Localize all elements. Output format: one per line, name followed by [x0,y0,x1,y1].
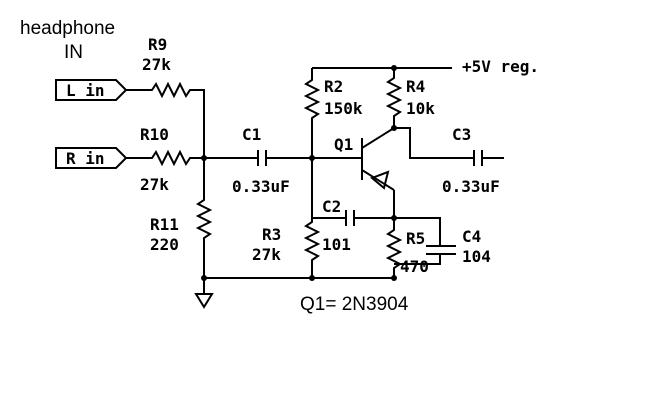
title-line2: IN [64,42,83,63]
resistor-r4 [385,68,403,128]
capacitor-c3 [473,150,504,166]
left-input-connector: L in [55,79,128,101]
supply-label: +5V reg. [462,57,539,76]
r4-ref-label: R4 [406,77,425,96]
c4-ref-label: C4 [462,227,481,246]
collector-wire [394,127,474,159]
c4-value-label: 104 [462,247,491,266]
resistor-r10 [126,149,258,167]
junction-dots [201,65,397,281]
r3-ref-label: R3 [262,225,281,244]
r11-ref-label: R11 [150,215,179,234]
q1-ref-label: Q1 [334,135,353,154]
r9-value-label: 27k [142,55,171,74]
r10-value-label: 27k [140,175,169,194]
resistor-r2 [303,68,321,158]
resistor-r5 [385,218,403,278]
right-input-label: R in [66,149,105,168]
c2-value-label: 101 [322,235,351,254]
r5-value-label: 470 [400,257,429,276]
capacitor-c4 [394,217,456,265]
resistor-r3 [303,158,321,278]
r9-ref-label: R9 [148,35,167,54]
c1-value-label: 0.33uF [232,177,290,196]
capacitor-c2 [312,210,394,226]
c1-ref-label: C1 [242,125,261,144]
c2-ref-label: C2 [322,197,341,216]
r2-ref-label: R2 [324,77,343,96]
r10-ref-label: R10 [140,125,169,144]
transistor-note: Q1= 2N3904 [300,294,409,315]
r2-value-label: 150k [324,99,363,118]
r11-value-label: 220 [150,235,179,254]
r5-ref-label: R5 [406,229,425,248]
left-input-label: L in [66,81,105,100]
title-line1: headphone [20,18,115,39]
r4-value-label: 10k [406,99,435,118]
transistor-q1 [361,127,395,191]
r3-value-label: 27k [252,245,281,264]
resistor-r11 [195,158,213,278]
resistor-r9 [126,81,205,158]
c3-ref-label: C3 [452,125,471,144]
right-input-connector: R in [55,147,128,169]
ground-symbol [194,278,214,309]
c3-value-label: 0.33uF [442,177,500,196]
